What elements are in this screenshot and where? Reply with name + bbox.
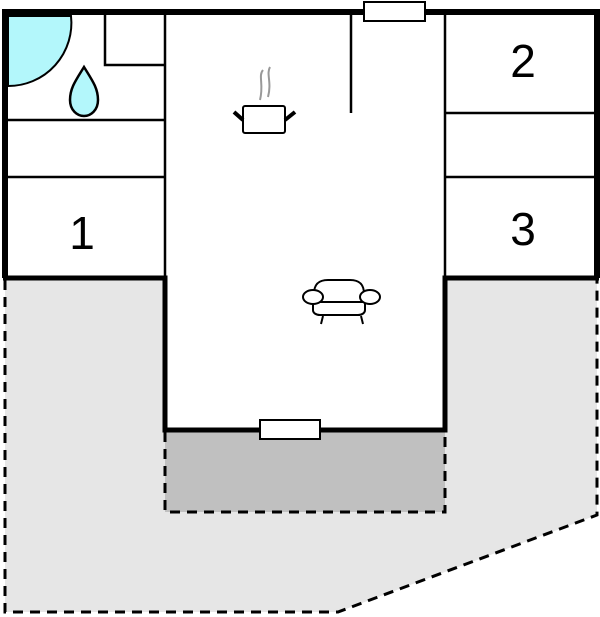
window-top [363, 1, 426, 22]
bathroom-closet [103, 12, 165, 67]
room-label-2: 2 [510, 35, 536, 87]
window-bottom [259, 419, 321, 440]
covered-terrace-outline [163, 432, 447, 514]
covered-terrace [165, 430, 445, 512]
room-label-1: 1 [69, 207, 95, 259]
exterior-wall [2, 9, 600, 278]
room-label-3: 3 [510, 203, 536, 255]
outdoor-terrace-outline [3, 280, 599, 614]
cooking-pot-icon [232, 66, 297, 134]
shower-icon [7, 15, 73, 88]
sofa-icon [302, 279, 381, 325]
water-drop-icon [68, 64, 100, 118]
